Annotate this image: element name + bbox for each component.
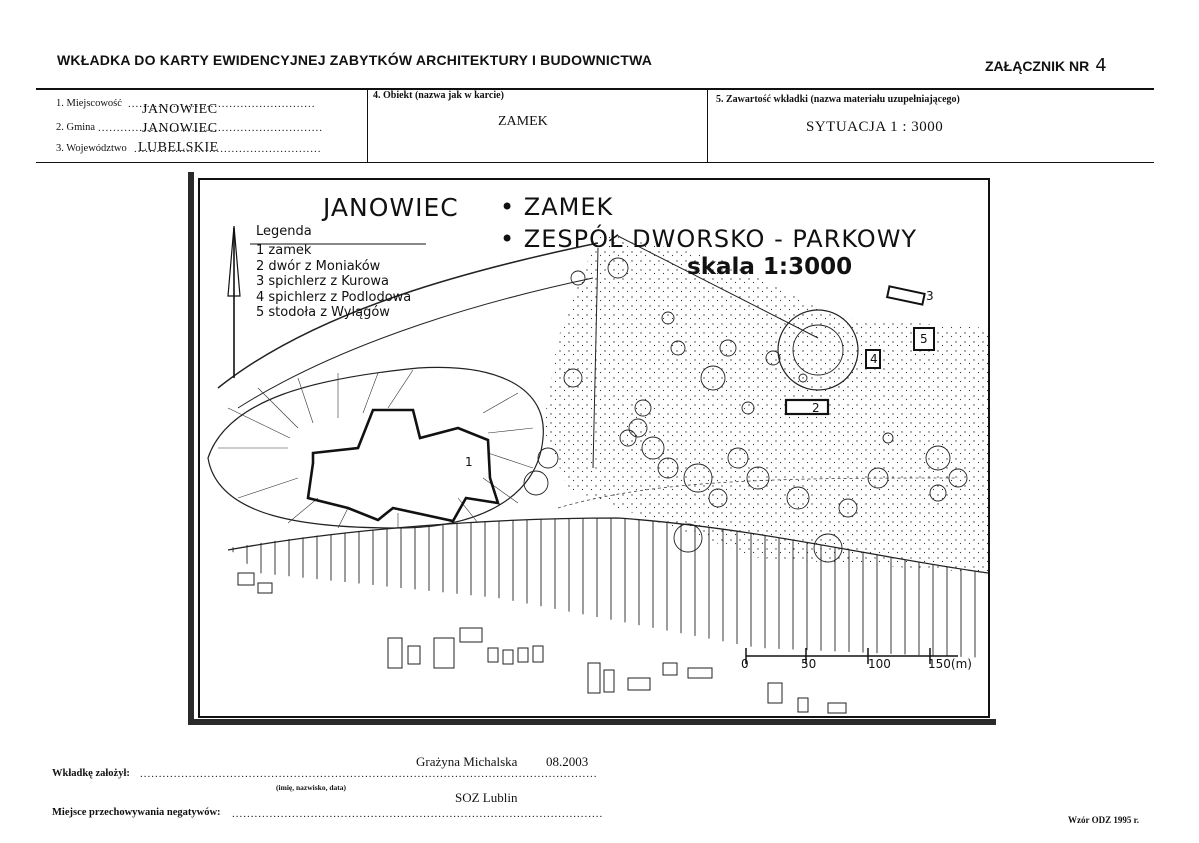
- obiekt-value: ZAMEK: [498, 114, 548, 129]
- legend-title: Legenda: [256, 224, 312, 239]
- miejscowosc-label: 1. Miejscowość: [56, 98, 122, 109]
- wojewodztwo-label: 3. Województwo: [56, 143, 127, 154]
- map-shadow-bottom: [188, 719, 996, 725]
- map-subtitle-1: • ZAMEK: [500, 193, 614, 221]
- legend-item: 5 stodoła z Wylągów: [256, 305, 390, 320]
- map-subtitle-2: • ZESPÓŁ DWORSKO - PARKOWY: [500, 225, 918, 253]
- scalebar-label-0: 0: [741, 657, 749, 671]
- site-plan-map: [207, 225, 989, 714]
- village-buildings: [237, 572, 847, 714]
- marker-1: 1: [465, 455, 473, 469]
- gmina-dots: ........................................…: [98, 122, 323, 134]
- north-arrow-head: [227, 225, 241, 297]
- storage-dots: ........................................…: [232, 808, 604, 820]
- scalebar-label-100: 100: [868, 657, 891, 671]
- scalebar-label-50: 50: [801, 657, 817, 671]
- building-3: [885, 285, 926, 306]
- founder-name: Grażyna Michalska: [416, 754, 518, 769]
- obiekt-label: 4. Obiekt (nazwa jak w karcie): [373, 90, 504, 101]
- map-title: JANOWIEC: [323, 193, 459, 222]
- annex-label: ZAŁĄCZNIK NR: [985, 58, 1090, 74]
- legend-item: 2 dwór z Moniaków: [256, 258, 381, 274]
- zawartosc-value: SYTUACJA 1 : 3000: [806, 119, 944, 135]
- miejscowosc-value: JANOWIEC: [142, 102, 218, 117]
- hill-hatching: [218, 369, 534, 529]
- map-border: [198, 178, 990, 718]
- founder-date: 08.2003: [546, 754, 589, 769]
- park-path: [592, 247, 599, 469]
- zawartosc-label: 5. Zawartość wkładki (nazwa materiału uz…: [716, 94, 960, 105]
- storage-label: Miejsce przechowywania negatywów:: [52, 807, 221, 818]
- marker-3: 3: [926, 289, 934, 303]
- alley: [617, 235, 819, 339]
- founder-hint: (imię, nazwisko, data): [276, 783, 346, 792]
- building-4: [865, 349, 881, 369]
- map-shadow-left: [188, 172, 194, 725]
- park-path-lower: [557, 477, 959, 509]
- road-north-edge: [237, 277, 594, 409]
- marker-5: 5: [920, 332, 928, 346]
- annex-label-group: ZAŁĄCZNIK NR 4: [985, 55, 1107, 76]
- storage-value: SOZ Lublin: [455, 790, 518, 805]
- scalebar-label-150: 150(m): [928, 657, 972, 671]
- column-divider-2: [707, 88, 708, 163]
- road-north: [217, 242, 599, 389]
- slope-hatch: [228, 518, 988, 658]
- miejscowosc-dots: ........................................…: [128, 98, 316, 110]
- building-5: [913, 327, 935, 351]
- legend-item: 1 zamek: [256, 243, 312, 258]
- legend-item: 3 spichlerz z Kurowa: [256, 274, 390, 289]
- map-scale-text: skala 1:3000: [687, 254, 853, 280]
- legend-list: 1 zamek 2 dwór z Moniaków 3 spichlerz z …: [256, 243, 411, 321]
- park-trees: [523, 257, 968, 563]
- wojewodztwo-value: LUBELSKIE: [138, 140, 219, 155]
- column-divider-1: [367, 88, 368, 163]
- castle-hill: [207, 366, 544, 529]
- round-plaza-inner: [792, 324, 844, 376]
- annex-number: 4: [1095, 55, 1107, 76]
- round-plaza: [777, 309, 859, 391]
- header-bottom-rule: [36, 162, 1154, 163]
- form-id: Wzór ODZ 1995 r.: [1068, 815, 1139, 825]
- founder-dots: ........................................…: [140, 768, 598, 780]
- marker-2: 2: [812, 401, 820, 415]
- road-south: [227, 517, 989, 574]
- marker-4: 4: [870, 352, 878, 366]
- legend-item: 4 spichlerz z Podlodowa: [256, 289, 412, 305]
- form-title: WKŁADKA DO KARTY EWIDENCYJNEJ ZABYTKÓW A…: [57, 52, 653, 68]
- founder-label: Wkładkę założył:: [52, 768, 130, 779]
- header-top-rule: [36, 88, 1154, 90]
- gmina-label: 2. Gmina: [56, 122, 96, 133]
- wojewodztwo-dots: ........................................…: [134, 143, 322, 155]
- scale-bar: [745, 648, 958, 664]
- building-2: [784, 398, 830, 416]
- gmina-value: JANOWIEC: [142, 121, 218, 136]
- castle-outline: [306, 408, 500, 523]
